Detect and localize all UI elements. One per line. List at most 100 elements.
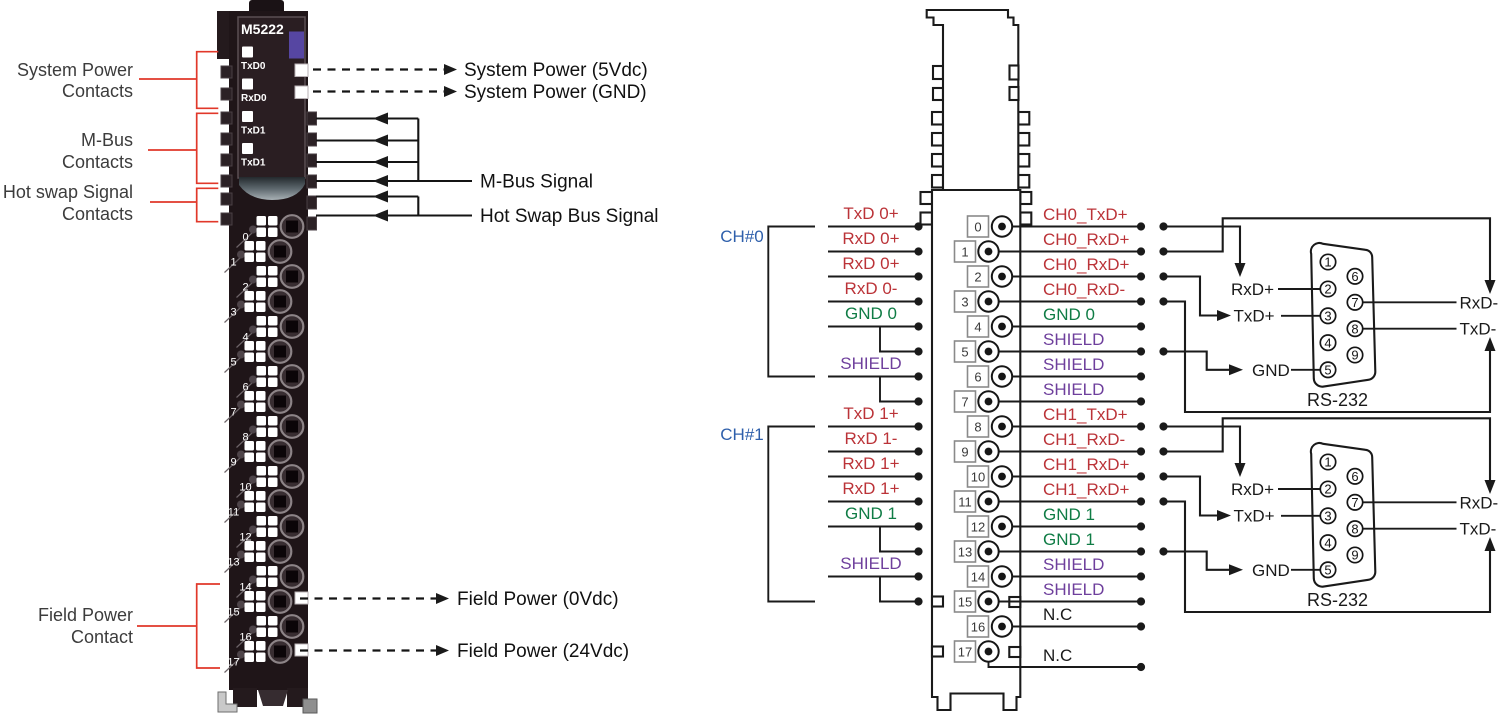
- screw-cross-6-2: [256, 377, 266, 387]
- screw-cross-6-1: [268, 366, 278, 376]
- db9-2-pin-3: [1319, 507, 1337, 525]
- screw-cross-5-2: [244, 352, 254, 362]
- outline-tab-mr-2: [1017, 152, 1031, 168]
- terminal-leader-4: [236, 332, 253, 348]
- screw-cross-3-3: [256, 302, 266, 312]
- db9-2-pin-4: [1319, 534, 1337, 552]
- terminal-box-15: [953, 590, 977, 613]
- bus-contact-left-4: [220, 153, 233, 167]
- wire-ch1-rxd-to-rxdminus: [1163, 417, 1492, 481]
- db9-2-pin-6: [1346, 467, 1364, 485]
- db9-2-txd-plus: TxD+: [1234, 506, 1275, 525]
- screw-cross-14-1: [268, 566, 278, 576]
- arrowhead-ch0-txdplus: [1217, 310, 1231, 321]
- terminal-number-13: 13: [958, 544, 972, 559]
- terminal-box-8: [966, 415, 990, 438]
- screw-cross-4-3: [268, 327, 278, 337]
- mbus-signal-lines: [316, 117, 472, 183]
- arrowhead-hotswap-2: [373, 209, 388, 222]
- left-signal-branch-6: [879, 376, 919, 403]
- arrowhead-mbus-3: [373, 156, 388, 168]
- terminal-number-11: 11: [958, 494, 972, 509]
- terminal-dot-17: [1136, 662, 1146, 672]
- arrowhead-mbus-1: [373, 112, 388, 125]
- module-terminal-number-14: 14: [239, 581, 251, 593]
- callout-field-power-24v: Field Power (24Vdc): [457, 641, 629, 662]
- left-signal-dot-8: [914, 422, 923, 431]
- db9-1-pin-6: [1346, 267, 1364, 285]
- db9-1-pin-2: [1319, 280, 1337, 298]
- right-signal-label-1: CH0_RxD+: [1043, 230, 1130, 249]
- hotswap-signal-lines: [316, 195, 472, 217]
- left-signal-branch-14: [879, 576, 919, 603]
- callout-field-power-0v: Field Power (0Vdc): [457, 589, 619, 610]
- socket-hole-1: [274, 245, 286, 258]
- module-terminal-number-11: 11: [228, 506, 239, 518]
- module-terminal-number-0: 0: [242, 231, 248, 243]
- module-terminal-number-6: 6: [242, 381, 248, 393]
- terminal-rows: 0CH0_TxD+1CH0_RxD+2CH0_RxD+3CH0_RxD-4GND…: [953, 205, 1168, 672]
- terminal-pin-dot-15: [984, 597, 993, 606]
- outline-tab-tr-0: [1019, 190, 1033, 206]
- module-terminal-number-2: 2: [242, 281, 248, 293]
- terminal-pin-dot-5: [984, 347, 993, 356]
- terminal-pin-dot-12: [998, 522, 1006, 531]
- left-signal-branch-12: [879, 526, 919, 553]
- db9-1-pin-label-8: 8: [1351, 321, 1358, 336]
- terminal-box-6: [966, 365, 990, 388]
- left-signal-dot-11: [914, 497, 923, 506]
- right-signal-label-17: N.C: [1043, 646, 1072, 665]
- db9-1-rxd-minus: RxD-: [1460, 293, 1499, 312]
- terminal-dot-5: [1136, 347, 1146, 356]
- left-signal-dot-14: [914, 572, 923, 581]
- db9-2-pin-label-5: 5: [1324, 563, 1331, 578]
- terminal-number-10: 10: [971, 469, 985, 484]
- screw-cross-15-0: [244, 591, 254, 601]
- terminal-number-6: 6: [974, 369, 981, 384]
- db9-2-gnd: GND: [1252, 561, 1290, 580]
- led-txd1-2: [242, 111, 253, 122]
- system-power-contact-5v: [294, 63, 309, 77]
- screw-nub-9: [237, 450, 245, 459]
- screw-cross-2-3: [268, 277, 278, 287]
- screw-cross-11-1: [256, 491, 266, 501]
- db9-2-pin-label-7: 7: [1351, 495, 1358, 510]
- db9-2-pin-1: [1319, 453, 1337, 471]
- terminal-pin-dot-4: [998, 322, 1006, 331]
- screw-cross-9-0: [244, 441, 254, 451]
- bracket-field-power: [137, 583, 220, 669]
- arrowhead-ch1-txdplus: [1217, 510, 1231, 521]
- arrowhead-fp0: [436, 593, 449, 604]
- screw-cross-13-2: [244, 552, 254, 562]
- left-signal-label-2: RxD 0+: [842, 254, 899, 273]
- label-mbus-2: Contacts: [62, 152, 133, 172]
- bus-contact-left-3: [220, 132, 233, 146]
- module-model-label: M5222: [241, 21, 284, 37]
- wire-ch0-rxdminus-to-txdminus: [1163, 300, 1492, 414]
- terminal-box-0: [966, 215, 990, 238]
- module-foot-middle: [258, 690, 288, 706]
- left-signal-dot-3: [914, 297, 923, 306]
- screw-cross-15-3: [256, 602, 266, 612]
- screw-cross-17-0: [244, 641, 254, 651]
- db9-1-title: RS-232: [1307, 390, 1368, 410]
- terminal-pin-dot-13: [984, 547, 993, 556]
- terminal-dot-0: [1136, 222, 1146, 231]
- callout-mbus: M-Bus Signal: [480, 172, 593, 193]
- wires-ch0: [1163, 217, 1496, 414]
- screw-cross-1-3: [256, 252, 266, 262]
- outline-tab-tr-1: [1019, 211, 1033, 226]
- terminal-pin-dot-11: [984, 497, 993, 506]
- screw-nub-8: [249, 425, 257, 434]
- screw-nub-17: [237, 650, 245, 659]
- wire-ch0-shield-to-gnd: [1163, 350, 1230, 371]
- left-signal-label-10: RxD 1+: [842, 454, 899, 473]
- outline-tab-tl-0: [919, 190, 934, 206]
- bracket-hotswap: [150, 187, 219, 223]
- module-terminal-number-17: 17: [227, 656, 239, 668]
- db9-1-pin-3: [1319, 307, 1337, 325]
- terminal-dot-14: [1136, 572, 1146, 581]
- module-terminal-number-10: 10: [239, 481, 251, 493]
- bus-contact-right-3: [306, 174, 317, 189]
